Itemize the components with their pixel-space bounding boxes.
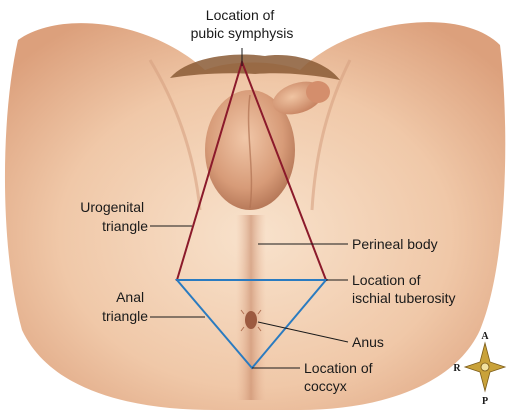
compass-posterior-label: P	[482, 396, 488, 407]
compass-center	[481, 363, 489, 371]
glans	[306, 81, 330, 103]
perineal-body-label: Perineal body	[352, 236, 438, 252]
anus-opening	[245, 311, 257, 329]
compass-anterior-label: A	[481, 331, 489, 342]
pubic-symphysis-label: Location of pubic symphysis	[191, 7, 294, 41]
anus-label: Anus	[352, 334, 384, 350]
body-illustration	[5, 22, 505, 410]
compass-right-label: R	[453, 363, 461, 374]
natal-cleft	[236, 215, 266, 400]
